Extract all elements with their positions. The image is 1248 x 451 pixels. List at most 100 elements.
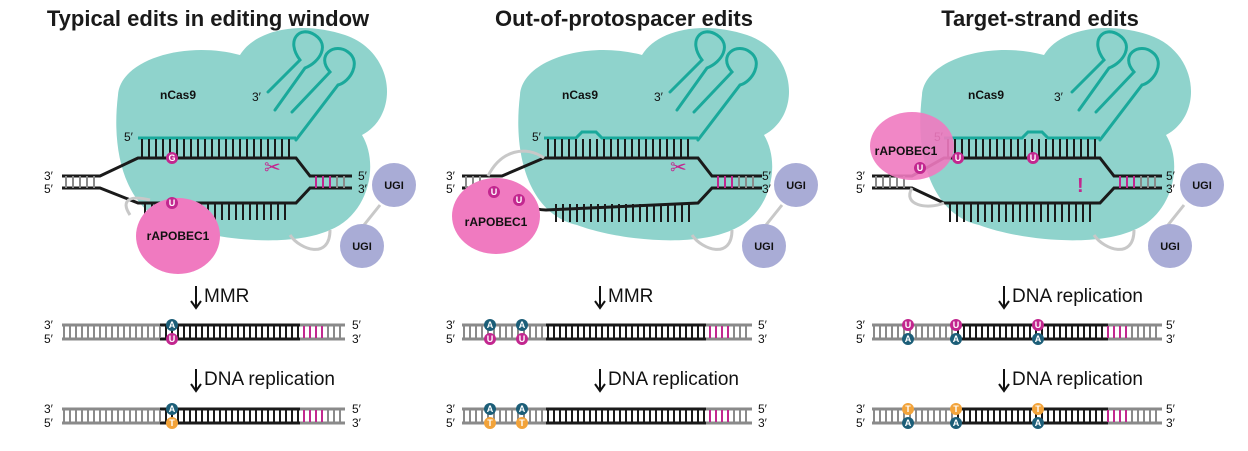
rna-3prime-label: 3′ (252, 90, 262, 104)
linker (486, 149, 545, 177)
apobec-label: rAPOBEC1 (147, 229, 210, 243)
base-top-circle (166, 403, 178, 415)
rna-3prime-label: 3′ (654, 90, 664, 104)
panel-title: Out-of-protospacer edits (495, 6, 753, 31)
dna-end-left-bottom: 5′ (446, 182, 456, 196)
dna-end-right-top: 5′ (758, 318, 768, 332)
step2-label: DNA replication (1012, 369, 1143, 390)
base-bottom-label: T (169, 418, 175, 428)
base-top-circle (950, 403, 962, 415)
base-u-label: U (955, 153, 962, 163)
base-bottom-label: A (953, 334, 960, 344)
base-u-label: U (169, 198, 176, 208)
base-pair-rungs (949, 204, 1091, 222)
base-pair-rungs (717, 176, 733, 188)
base-pair-row1: A U A U (484, 319, 528, 345)
base-top-label: T (1035, 404, 1041, 414)
base-bottom-circle (484, 417, 496, 429)
base-top-circle (484, 403, 496, 415)
dna-end-left-bottom: 5′ (44, 332, 54, 346)
rna-5prime-label: 5′ (124, 130, 134, 144)
sgrna-hairpins (668, 30, 758, 142)
base-top-circle (166, 319, 178, 331)
base-top-label: A (519, 404, 526, 414)
base-bottom-circle (902, 417, 914, 429)
base-top-circle (516, 319, 528, 331)
apobec-enzyme (870, 112, 954, 180)
base-pair-rungs (1140, 176, 1156, 188)
linker (124, 196, 151, 216)
base-pair-rungs (547, 139, 689, 158)
base-bottom-label: U (487, 334, 494, 344)
base-pair-row1: U A U A U A (902, 319, 1044, 345)
base-bottom-circle (516, 333, 528, 345)
scissors-icon: ✂ (670, 157, 687, 179)
dna-end-left-top: 3′ (446, 318, 456, 332)
cas9-label: nCas9 (160, 88, 196, 102)
dna-end-right-top: 5′ (758, 402, 768, 416)
base-top-label: U (953, 320, 960, 330)
step2-label: DNA replication (204, 369, 335, 390)
ugi-protein-1 (1180, 163, 1224, 207)
rna-3prime-label: 3′ (1054, 90, 1064, 104)
panel-diagram: nCas9 3′ 5′ 3′ 5′ 5′ 3′ rAPOBEC1 U U U !… (856, 27, 1224, 430)
sgrna-hairpins (266, 30, 356, 142)
dna-end-left-bottom: 5′ (44, 416, 54, 430)
base-u-label: U (491, 187, 498, 197)
base-top-circle (516, 403, 528, 415)
base-bottom-label: U (169, 334, 176, 344)
ugi-label-2: UGI (1160, 241, 1180, 253)
guide-rna (944, 130, 1100, 140)
base-top-label: A (487, 320, 494, 330)
panel-title: Typical edits in editing window (46, 6, 370, 31)
dna-end-right-bottom: 3′ (358, 182, 368, 196)
cas9-label: nCas9 (562, 88, 598, 102)
base-bottom-circle (1032, 417, 1044, 429)
panel-title: Target-strand edits (941, 6, 1139, 31)
base-top-circle (484, 319, 496, 331)
dna-end-right-bottom: 3′ (352, 332, 362, 346)
apobec-label: rAPOBEC1 (875, 144, 938, 158)
dna-end-right-bottom: 3′ (1166, 332, 1176, 346)
base-u-circle (488, 186, 500, 198)
base-bottom-circle (484, 333, 496, 345)
base-top-circle (902, 403, 914, 415)
base-g-circle (166, 152, 178, 164)
product-duplex-1 (462, 323, 752, 341)
dna-end-right-bottom: 3′ (762, 182, 772, 196)
ugi-label-2: UGI (352, 241, 372, 253)
panel-diagram: nCas9 3′ 5′ 3′ 5′ 5′ 3′ ✂ rAPOBEC1 U U U… (446, 27, 818, 430)
dna-end-left-bottom: 5′ (856, 332, 866, 346)
base-pair-rungs (738, 176, 754, 188)
base-bottom-circle (166, 333, 178, 345)
dna-nontarget-strand (872, 186, 1162, 205)
base-u-label: U (1030, 153, 1037, 163)
duplex-rungs (63, 410, 341, 422)
guide-rna (544, 130, 698, 140)
base-u-circle (513, 194, 525, 206)
base-bottom-circle (950, 417, 962, 429)
base-pair-row2: A T A T (484, 403, 528, 429)
duplex-rungs (873, 410, 1157, 422)
dna-end-right-top: 5′ (1166, 169, 1176, 183)
ugi-protein-1 (372, 163, 416, 207)
base-bottom-label: U (519, 334, 526, 344)
base-bottom-label: T (519, 418, 525, 428)
base-bottom-label: T (487, 418, 493, 428)
base-u-label: U (917, 163, 924, 173)
base-pair-rungs (555, 204, 690, 222)
base-pair-row2: A T (166, 403, 178, 429)
pam-rungs (315, 176, 331, 188)
apobec-label: rAPOBEC1 (465, 215, 528, 229)
panel-out-of-protospacer: Out-of-protospacer edits nCas9 3′ 5′ 3′ … (416, 0, 832, 451)
base-top-label: A (169, 404, 176, 414)
base-u-circle (1027, 152, 1039, 164)
dna-end-left-top: 3′ (44, 169, 54, 183)
cas9-label: nCas9 (968, 88, 1004, 102)
base-top-label: A (487, 404, 494, 414)
linker (908, 187, 945, 208)
dna-end-right-bottom: 3′ (758, 332, 768, 346)
step1-label: MMR (608, 286, 653, 307)
dna-end-right-top: 5′ (762, 169, 772, 183)
dna-end-left-top: 3′ (856, 169, 866, 183)
